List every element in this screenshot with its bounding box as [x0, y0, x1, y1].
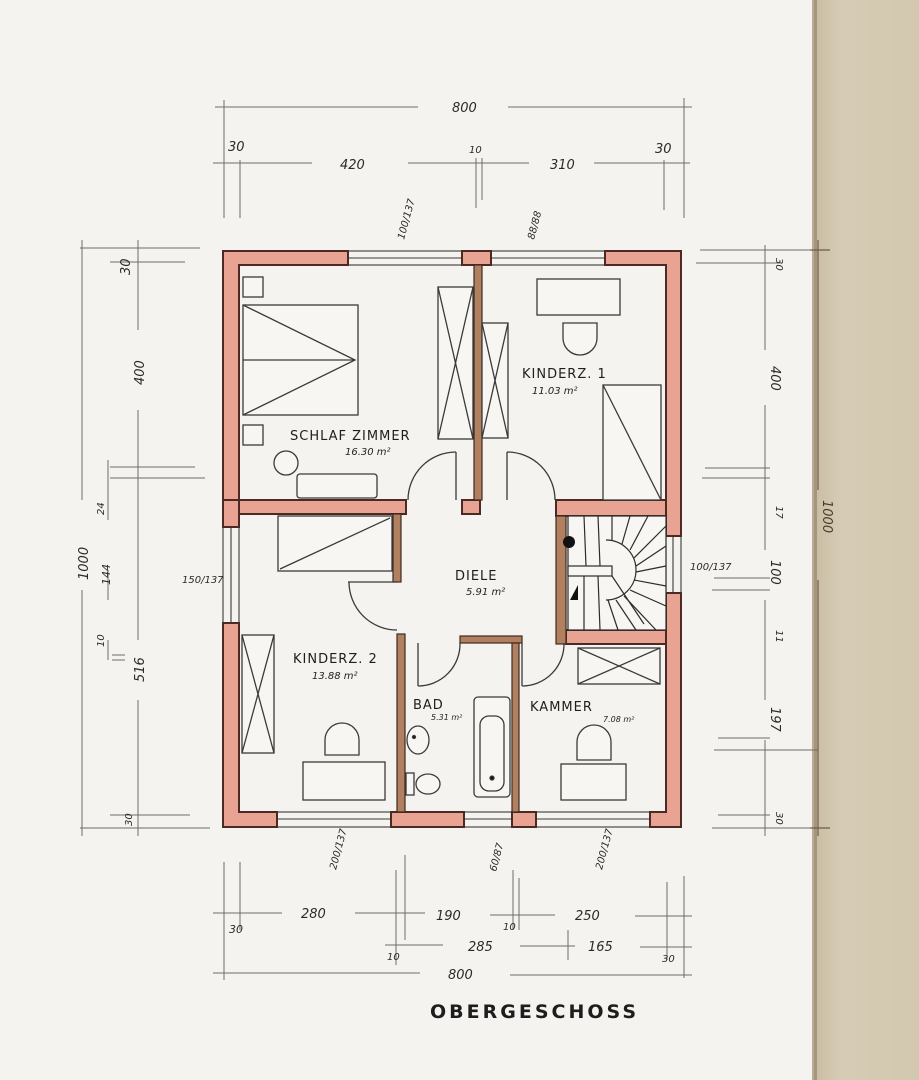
dim-bottom-overall: 800 [448, 968, 473, 983]
nightstand-1 [242, 276, 264, 298]
furniture [241, 276, 662, 801]
dim-left-inner-1: 400 [133, 360, 148, 385]
partition-kinderz2-bad [396, 633, 406, 813]
dim-top-seg-0: 30 [228, 140, 245, 155]
dim-bottom-row2-1: 285 [468, 940, 493, 955]
dim-bottom-row2-3: 30 [662, 954, 675, 965]
dim-bottom-row1-1: 280 [301, 907, 326, 922]
paper-edge-line [814, 0, 817, 1080]
paper-edge [812, 0, 919, 1080]
top-dimensions [213, 98, 692, 218]
wall-kinderz1-bottom [555, 499, 667, 517]
toilet [415, 773, 441, 795]
room-area-kammer: 7.08 m² [603, 715, 635, 724]
dim-top-seg-3: 310 [550, 158, 575, 173]
room-name-schlafzimmer: SCHLAF ZIMMER [290, 429, 411, 444]
dim-right-inner-0: 30 [773, 258, 784, 271]
wall-top-pier [461, 250, 492, 266]
dim-bottom-row1-2: 190 [436, 909, 461, 924]
dim-right-inner-5: 197 [767, 707, 782, 733]
dim-bottom-row2-2: 165 [588, 940, 613, 955]
dim-left-inner-3: 144 [100, 564, 113, 585]
room-area-bad: 5.31 m² [431, 713, 463, 722]
wall-bottom-pier-2 [511, 811, 537, 828]
dim-bottom-row1-3: 10 [503, 922, 516, 933]
partition-diele-stair [555, 515, 567, 645]
stair-arrow-icon [570, 585, 578, 600]
room-name-bad: BAD [413, 698, 444, 713]
dim-bottom-row1-0: 30 [229, 923, 243, 936]
desk-kammer [560, 763, 627, 801]
wall-stair-bottom [565, 629, 667, 645]
desk-kinderz1 [536, 278, 621, 316]
room-name-kammer: KAMMER [530, 700, 593, 715]
room-name-kinderz1: KINDERZ. 1 [522, 367, 607, 382]
wall-left-stub [222, 499, 240, 528]
room-area-kinderz2: 13.88 m² [312, 671, 358, 682]
room-name-diele: DIELE [455, 569, 498, 584]
dim-top-overall: 800 [452, 101, 477, 116]
dim-left-inner-2: 24 [96, 502, 107, 515]
dim-top-seg-2: 10 [469, 145, 482, 156]
chair-schlaf [273, 450, 299, 476]
room-name-kinderz2: KINDERZ. 2 [293, 652, 378, 667]
dim-bottom-row2-0: 10 [387, 952, 400, 963]
dim-right-inner-6: 30 [773, 812, 784, 825]
room-area-diele: 5.91 m² [466, 587, 505, 598]
window-label-top-left: 100/137 [396, 197, 418, 241]
partition-schlaf-kinderz1 [473, 264, 483, 501]
partition-bad-top [459, 635, 523, 644]
left-dimensions [80, 240, 210, 836]
chair-kinderz1 [562, 322, 598, 356]
window-label-bottom-mid: 60/87 [488, 841, 506, 872]
dim-right-inner-1: 400 [767, 366, 782, 391]
wall-se [649, 592, 682, 828]
partition-kinderz2-diele-top [392, 513, 402, 583]
window-label-top-right: 88/88 [526, 210, 544, 241]
dim-top-seg-4: 30 [655, 142, 672, 157]
room-area-schlafzimmer: 16.30 m² [345, 447, 391, 458]
dim-left-inner-4: 10 [96, 634, 107, 647]
window-label-left: 150/137 [182, 575, 224, 586]
partitions [392, 264, 567, 813]
toilet-tank [405, 772, 415, 796]
chair-kammer [576, 724, 612, 761]
chair-kinderz2 [324, 722, 360, 756]
nightstand-2 [242, 424, 264, 446]
dim-right-inner-2: 17 [773, 506, 784, 519]
window-label-right: 100/137 [690, 562, 732, 573]
window-label-bottom-left: 200/137 [328, 827, 350, 871]
wall-bottom-pier-1 [390, 811, 465, 828]
wall-sw [222, 622, 278, 828]
dim-left-inner-5: 516 [133, 657, 148, 682]
wall-diele-top-pier [461, 499, 481, 515]
right-overall-dimension [810, 240, 830, 836]
dim-bottom-row1-4: 250 [575, 909, 600, 924]
bench-schlaf [296, 473, 378, 499]
right-dimensions [696, 245, 818, 836]
dim-right-inner-3: 100 [767, 560, 782, 585]
desk-kinderz2 [302, 761, 386, 801]
dim-left-inner-0: 30 [119, 258, 134, 275]
dim-right-inner-4: 11 [773, 630, 784, 643]
floor-title: OBERGESCHOSS [430, 1001, 640, 1023]
dim-right-overall: 1000 [819, 500, 834, 533]
doors [348, 451, 565, 687]
wall-schlaf-bottom [238, 499, 407, 515]
dim-left-inner-6: 30 [124, 813, 135, 826]
sink [406, 725, 430, 755]
bottom-dimensions [213, 855, 692, 980]
dim-left-overall: 1000 [77, 547, 92, 580]
staircase [567, 515, 667, 631]
room-area-kinderz1: 11.03 m² [532, 386, 578, 397]
dim-top-seg-1: 420 [340, 158, 365, 173]
window-label-bottom-right: 200/137 [594, 827, 616, 871]
stair-start-marker-icon [563, 536, 575, 548]
partition-bad-kammer [511, 642, 520, 813]
